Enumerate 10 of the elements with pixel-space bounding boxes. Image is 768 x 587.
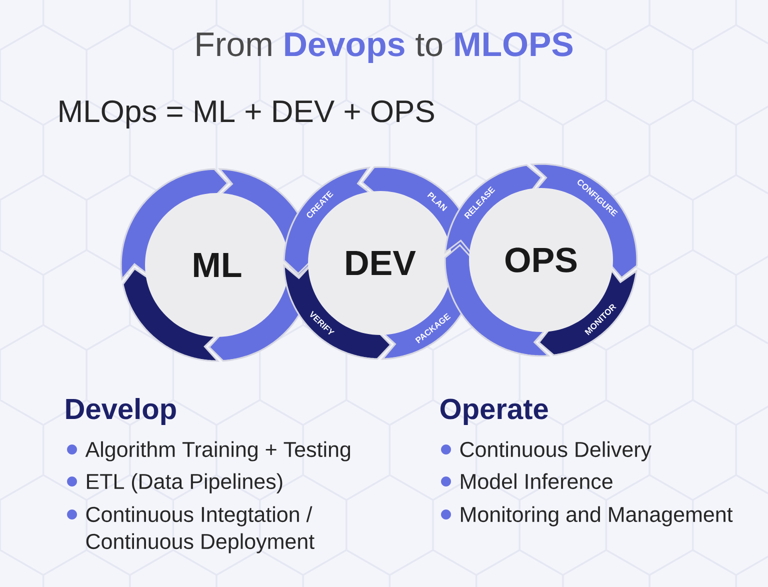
list-item: ETL (Data Pipelines) <box>87 473 282 494</box>
heading: Operate <box>440 398 548 426</box>
heading: Develop <box>66 398 176 426</box>
list-item: Continuous Delivery <box>460 441 652 462</box>
formula: MLOps = ML + DEV + OPS <box>60 100 434 128</box>
list-item: Monitoring and Management <box>461 506 733 526</box>
list-item: Algorithm Training + Testing <box>85 441 350 462</box>
list-item: Model Inference <box>461 473 612 490</box>
list-item: Continuous Integtation / Continuous Deployment <box>86 506 314 554</box>
title: From Devops to MLOPS <box>196 32 573 64</box>
